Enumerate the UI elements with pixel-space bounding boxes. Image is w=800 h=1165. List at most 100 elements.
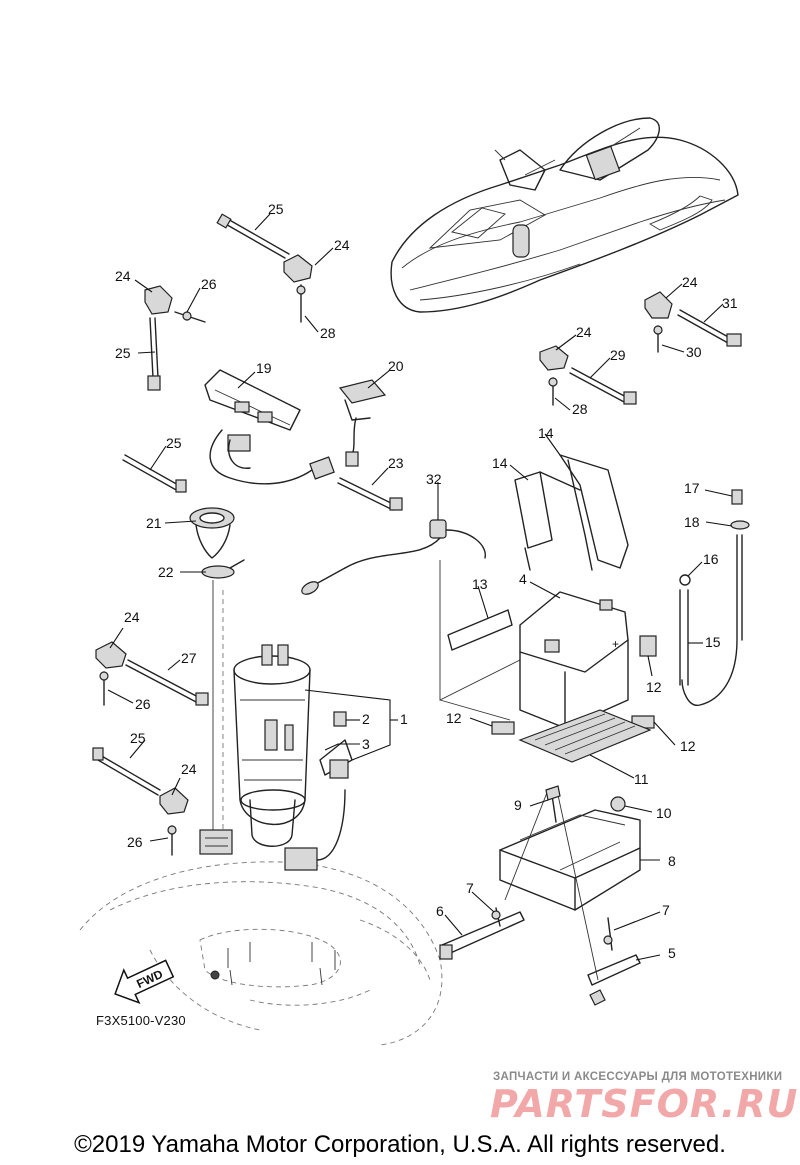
callout-24: 24 <box>576 324 592 340</box>
battery-box-8 <box>499 809 641 911</box>
callout-32: 32 <box>426 471 442 487</box>
connector-bundle <box>199 829 233 855</box>
hose-15 <box>679 589 689 686</box>
callout-26: 26 <box>127 834 143 850</box>
callout-25: 25 <box>130 730 146 746</box>
callout-24: 24 <box>334 237 350 253</box>
clamp-24-c <box>539 345 569 371</box>
cable-tie-25-left <box>147 317 161 391</box>
callout-24: 24 <box>682 274 698 290</box>
cable-tie-29 <box>569 367 637 405</box>
clamp-24-e <box>95 641 127 669</box>
callout-25: 25 <box>268 201 284 217</box>
bolt-9 <box>545 785 561 823</box>
callout-26: 26 <box>201 276 217 292</box>
callout-3: 3 <box>362 736 370 752</box>
callout-27: 27 <box>181 650 197 666</box>
callout-28: 28 <box>320 325 336 341</box>
cable-tie-25-mid <box>122 454 187 493</box>
callout-14: 14 <box>538 425 554 441</box>
callout-23: 23 <box>388 455 404 471</box>
nut-10 <box>610 796 626 812</box>
callout-26: 26 <box>135 696 151 712</box>
callout-14: 14 <box>492 455 508 471</box>
screw-28-a <box>296 284 306 323</box>
bracket-13 <box>447 609 513 651</box>
callout-7: 7 <box>662 902 670 918</box>
battery-strap-14-b <box>559 454 629 571</box>
leader-lines <box>107 213 733 961</box>
clamp-24-a <box>283 254 313 283</box>
hull-outline <box>79 861 443 1046</box>
fwd-arrow: FWD <box>114 959 175 1004</box>
callout-18: 18 <box>684 514 700 530</box>
pin-7-b <box>603 917 613 951</box>
pad-12-b <box>491 721 515 735</box>
callout-8: 8 <box>668 853 676 869</box>
fuel-pump-1 <box>233 644 353 871</box>
callout-2: 2 <box>362 711 370 727</box>
callout-11: 11 <box>634 771 649 787</box>
clamp-24-b <box>144 285 173 315</box>
callout-10: 10 <box>656 805 672 821</box>
cable-tie-25-top <box>216 213 290 259</box>
svg-text:+: + <box>612 637 619 651</box>
bracket-5 <box>587 954 641 1006</box>
callout-12: 12 <box>646 679 662 695</box>
clamp-22 <box>201 559 245 579</box>
watercraft-illustration <box>390 117 739 313</box>
watermark-tagline: ЗАПЧАСТИ И АКСЕССУАРЫ ДЛЯ МОТОТЕХНИКИ <box>493 1071 783 1083</box>
callout-20: 20 <box>388 358 404 374</box>
cable-tie-23 <box>337 477 403 511</box>
callout-16: 16 <box>703 551 719 567</box>
switch-20 <box>338 379 387 467</box>
callout-15: 15 <box>705 634 721 650</box>
callout-17: 17 <box>684 480 700 496</box>
callout-21: 21 <box>146 515 162 531</box>
callout-13: 13 <box>472 576 488 592</box>
callout-24: 24 <box>115 268 131 284</box>
diagram-code: F3X5100-V230 <box>96 1013 186 1028</box>
callout-6: 6 <box>436 903 444 919</box>
callout-24: 24 <box>181 761 197 777</box>
cable-tie-25-low <box>92 747 161 796</box>
callout-24: 24 <box>124 609 140 625</box>
callout-29: 29 <box>610 347 626 363</box>
assembly-lines <box>212 560 599 981</box>
callout-28: 28 <box>572 401 588 417</box>
callout-5: 5 <box>668 945 676 961</box>
callout-30: 30 <box>686 344 702 360</box>
relay-box-19 <box>204 369 335 485</box>
pin-7-a <box>491 907 501 927</box>
callout-9: 9 <box>514 797 522 813</box>
clip-16 <box>679 574 691 586</box>
pin-26-a <box>174 311 206 323</box>
clamp-24-d <box>644 291 673 319</box>
callout-12: 12 <box>680 738 696 754</box>
callout-22: 22 <box>158 564 174 580</box>
callout-25: 25 <box>166 435 182 451</box>
cable-tie-31 <box>677 309 742 347</box>
callout-12: 12 <box>446 710 462 726</box>
watermark-logo: PARTSFOR.RU <box>490 1082 799 1126</box>
callout-25: 25 <box>115 345 131 361</box>
cable-tie-27 <box>125 659 209 706</box>
callout-19: 19 <box>256 360 272 376</box>
screw-26-b <box>99 671 109 706</box>
callout-labels: 25 24 24 26 28 25 19 20 23 25 21 22 32 1… <box>115 201 738 961</box>
connector-2 <box>333 711 347 727</box>
screw-30 <box>653 325 663 353</box>
screw-26-c <box>167 825 177 856</box>
callout-31: 31 <box>722 295 738 311</box>
callout-7: 7 <box>466 880 474 896</box>
vent-17-18 <box>681 489 750 706</box>
battery-4: + <box>519 591 629 729</box>
screw-28-b <box>548 377 558 406</box>
bracket-6 <box>439 911 525 960</box>
grommet-21 <box>189 507 235 559</box>
callout-4: 4 <box>519 571 527 587</box>
callout-1: 1 <box>400 711 408 727</box>
pad-12-a <box>639 635 657 657</box>
mat-11 <box>518 709 652 763</box>
